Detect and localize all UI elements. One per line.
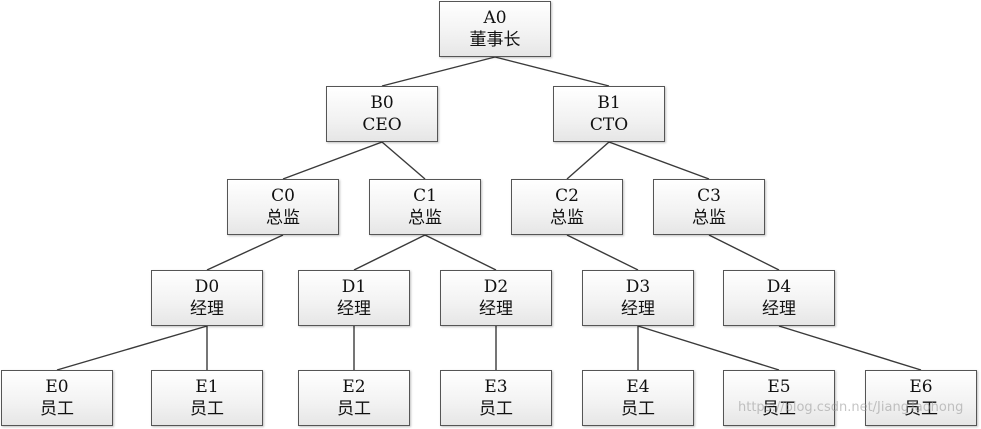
node-c3-role: 总监 [692,208,726,228]
node-c1-id: C1 [413,186,437,206]
edge-c3-d4 [708,234,780,271]
node-b1-role: CTO [589,115,629,135]
node-b0-id: B0 [370,93,394,113]
node-b0-role: CEO [362,115,402,135]
node-e6: E6 员工 [865,370,977,426]
node-d3-id: D3 [625,277,651,297]
node-c3-id: C3 [697,186,721,206]
node-e5: E5 员工 [723,370,835,426]
node-e2-role: 员工 [337,399,371,419]
node-e5-id: E5 [767,377,791,397]
node-d1: D1 经理 [298,270,410,326]
edge-a0-b0 [381,56,496,87]
node-e0-id: E0 [45,377,69,397]
node-e1: E1 员工 [151,370,263,426]
node-a0-role: 董事长 [469,30,521,50]
node-d1-role: 经理 [337,299,371,319]
node-d4: D4 经理 [723,270,835,326]
node-e1-role: 员工 [190,399,224,419]
node-e3-id: E3 [484,377,508,397]
node-e4: E4 员工 [582,370,694,426]
node-d2: D2 经理 [440,270,552,326]
edge-c1-d1 [353,234,426,271]
edge-c0-d0 [206,234,284,271]
edge-b1-c3 [608,141,710,180]
node-e2-id: E2 [342,377,366,397]
node-b0: B0 CEO [326,86,438,142]
node-d0-id: D0 [194,277,220,297]
node-e4-id: E4 [626,377,650,397]
edge-d3-e5 [637,325,780,371]
edge-b0-c0 [282,141,383,180]
node-e3-role: 员工 [479,399,513,419]
node-e2: E2 员工 [298,370,410,426]
node-d2-id: D2 [483,277,509,297]
node-b1: B1 CTO [553,86,665,142]
node-c1-role: 总监 [408,208,442,228]
edge-a0-b1 [494,56,610,87]
node-c0-id: C0 [271,186,295,206]
node-c0: C0 总监 [227,179,339,235]
node-d4-id: D4 [766,277,792,297]
node-d2-role: 经理 [479,299,513,319]
node-e0: E0 员工 [1,370,113,426]
node-a0: A0 董事长 [439,1,551,57]
node-c2-role: 总监 [550,208,584,228]
node-c3: C3 总监 [653,179,765,235]
edge-c1-d2 [424,234,497,271]
node-e6-role: 员工 [904,399,938,419]
node-b1-id: B1 [597,93,621,113]
edge-d4-e6 [778,325,922,371]
node-e0-role: 员工 [40,399,74,419]
node-d3: D3 经理 [582,270,694,326]
node-d0: D0 经理 [151,270,263,326]
edge-b1-c2 [566,141,610,180]
node-e6-id: E6 [909,377,933,397]
node-c2: C2 总监 [511,179,623,235]
node-e3: E3 员工 [440,370,552,426]
node-c0-role: 总监 [266,208,300,228]
node-a0-id: A0 [483,8,507,28]
node-c2-id: C2 [555,186,579,206]
edge-d0-e0 [56,325,208,371]
node-d0-role: 经理 [190,299,224,319]
csdn-watermark: https://blog.csdn.net/JiangTaohong [738,400,964,415]
node-d1-id: D1 [341,277,367,297]
node-e4-role: 员工 [621,399,655,419]
edge-c2-d3 [566,234,639,271]
node-c1: C1 总监 [369,179,481,235]
node-e5-role: 员工 [762,399,796,419]
node-d3-role: 经理 [621,299,655,319]
edge-b0-c1 [381,141,426,180]
node-d4-role: 经理 [762,299,796,319]
node-e1-id: E1 [195,377,219,397]
